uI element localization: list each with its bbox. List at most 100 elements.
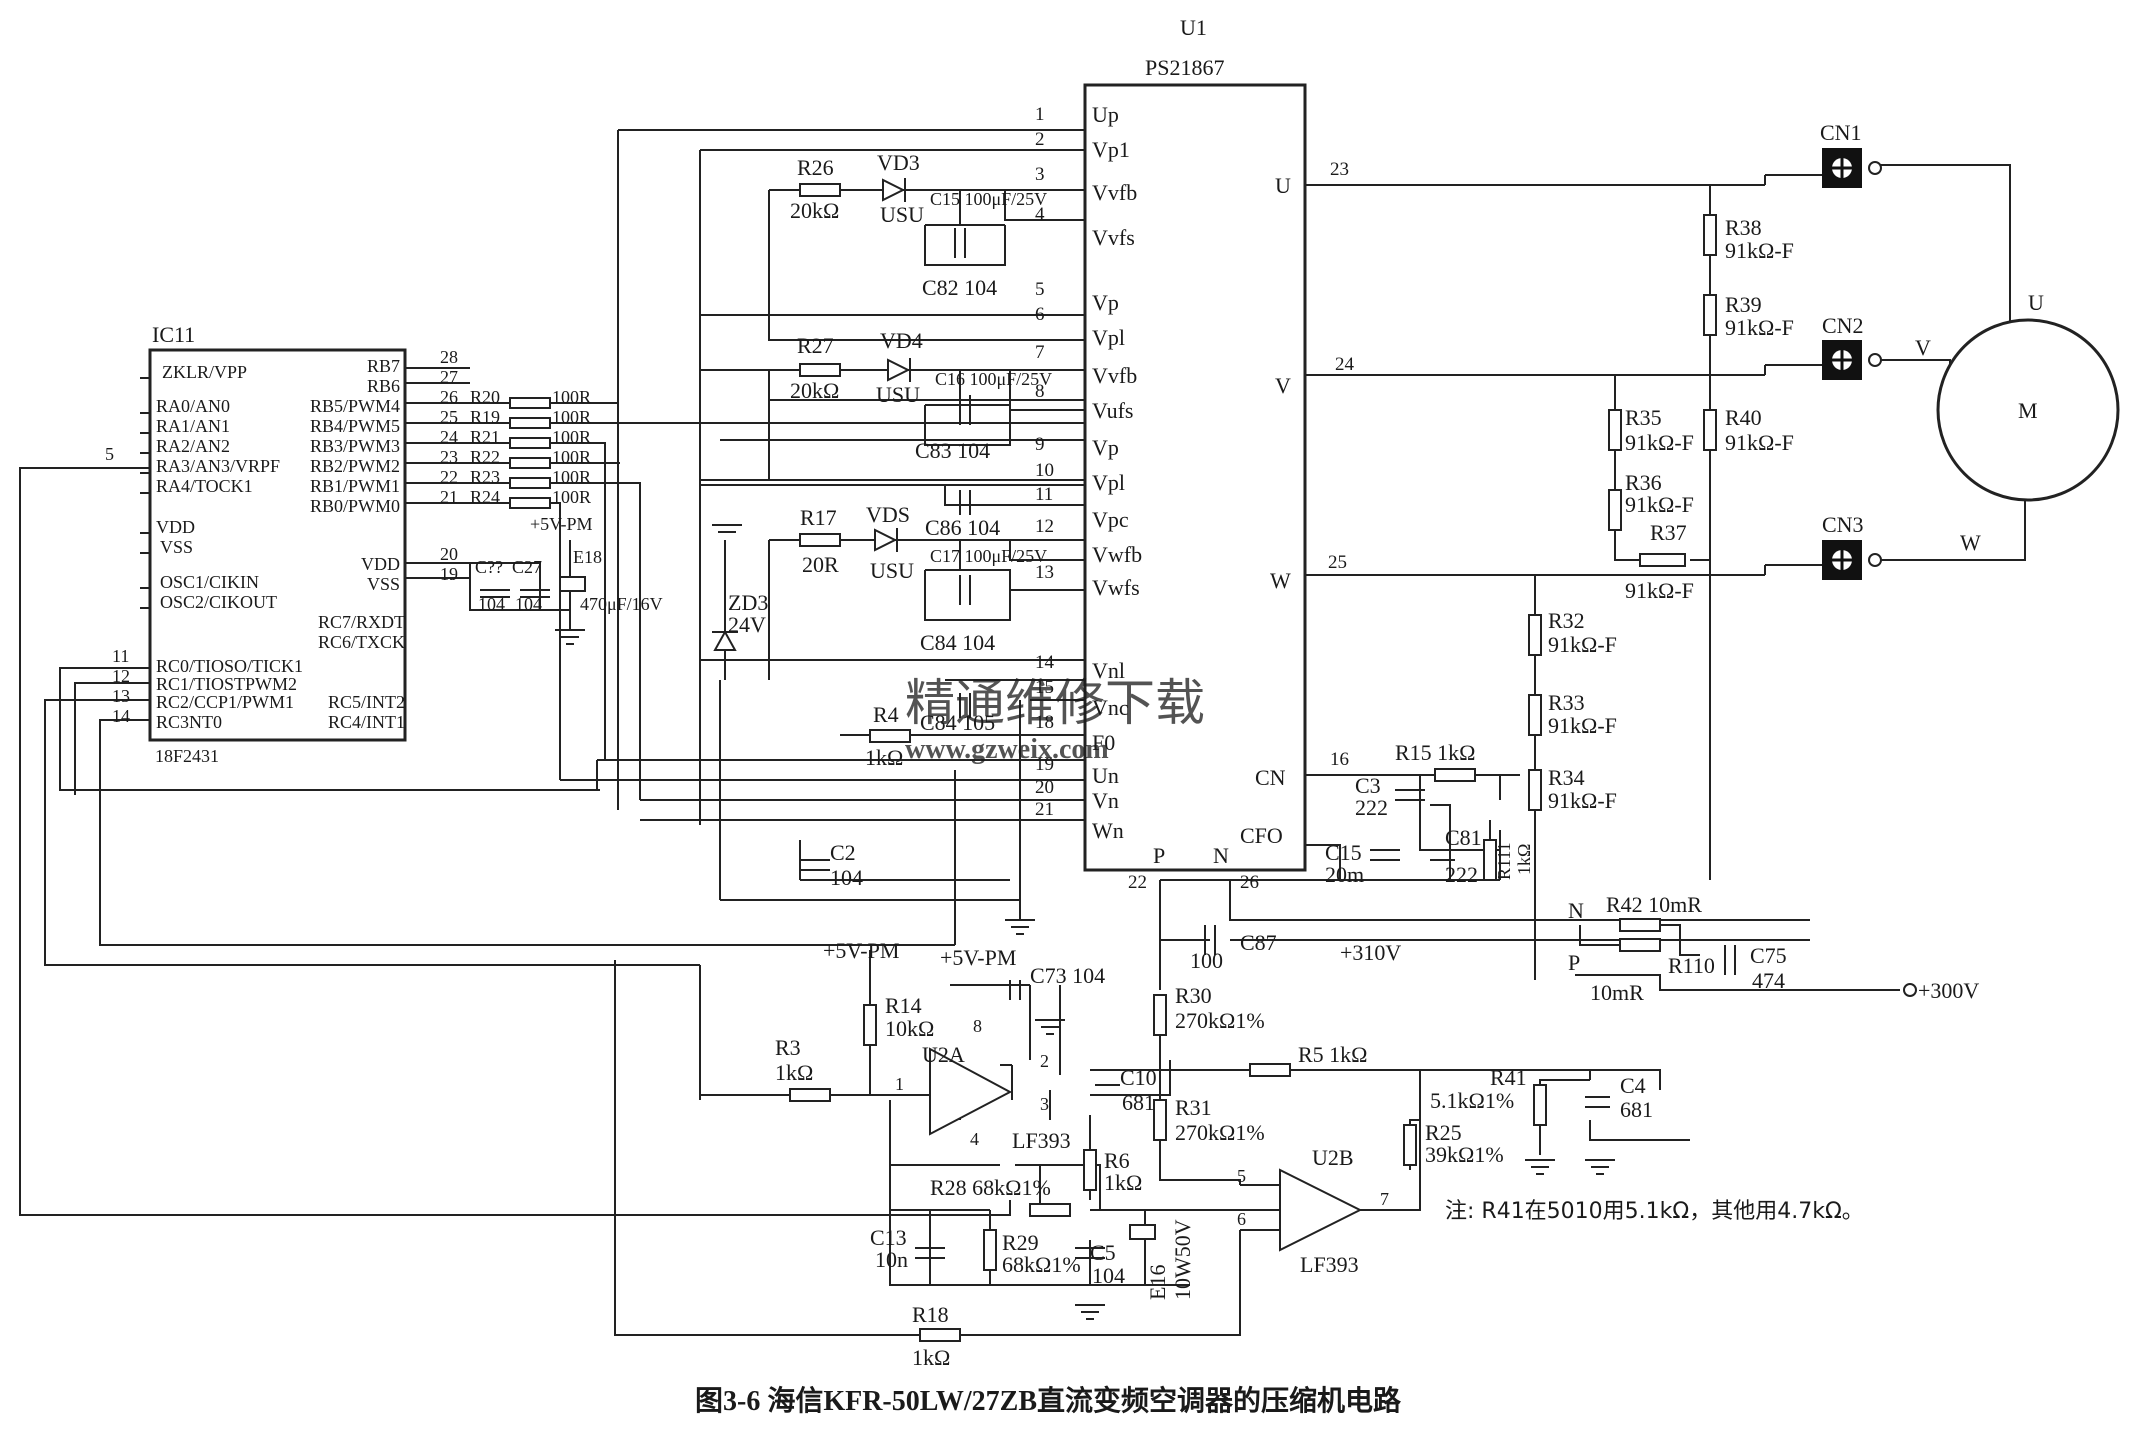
u1-pin-label: V [1275,373,1291,398]
res-label: R14 [885,993,922,1018]
supply-label: +300V [1918,978,1979,1003]
u1-pin-number: 21 [1035,799,1054,820]
motor-phase-u: U [2028,290,2044,315]
u1-pin-number: 8 [1035,381,1045,402]
res-value: 100R [552,487,591,507]
res-value: 20kΩ [790,378,839,403]
u1-pin-label: Vvfb [1092,180,1137,205]
cap-value: 222 [1355,795,1388,820]
res-value: 10kΩ [885,1016,934,1041]
res-value: 270kΩ1% [1175,1120,1265,1145]
supply-label: +5V-PM [823,938,899,963]
cn-cfo-network: R15 1kΩ C3 222 C15 20m C81 222 R111 1kΩ [1325,740,1534,887]
u1-pin-label: Vnl [1092,658,1125,683]
res-value: 1kΩ [912,1345,950,1370]
res-label: R41 [1490,1065,1527,1090]
mcu-pin-label: RA3/AN3/VRPF [156,456,280,476]
u1-pin-label: Vvfb [1092,363,1137,388]
cap-label: C87 [1240,930,1277,955]
res-value: 100R [552,387,591,407]
u1-pin-label: Vwfs [1092,575,1140,600]
cap-label: C83 104 [915,438,990,463]
res-value: 100R [552,407,591,427]
mcu-pin-label: RB4/PWM5 [310,416,400,436]
mcu-pin-label: RB3/PWM3 [310,436,400,456]
cap-label: C86 104 [925,515,1000,540]
mcu-pin-number: 28 [440,347,458,367]
u1-pin-label: N [1213,843,1229,868]
mcu-pin-label: RB2/PWM2 [310,456,400,476]
opamp-pin: 1 [895,1074,904,1094]
opamp-pin: 4 [970,1129,979,1149]
mcu-pin-label: RC1/TIOSTPWM2 [156,674,297,694]
u1-pin-label: P [1153,843,1165,868]
u1-pin-number: 6 [1035,304,1045,325]
res-label: R25 [1425,1120,1462,1145]
res-label: R28 68kΩ1% [930,1175,1051,1200]
mcu-pin-label: RC7/RXDT [318,612,405,632]
supply-label: +5V-PM [530,514,593,534]
figure-caption: 图3-6 海信KFR-50LW/27ZB直流变频空调器的压缩机电路 [695,1384,1402,1417]
u1-pin-number: 2 [1035,129,1045,150]
cap-label: C84 104 [920,630,995,655]
u1-pin-number: 12 [1035,516,1054,537]
opamp-pin: 2 [1040,1051,1049,1071]
cap-label: C3 [1355,773,1381,798]
zener-label: ZD3 [728,590,768,615]
ic-u1-left-pins: Up Vp1 Vvfb Vvfs Vp Vpl Vvfb Vufs Vp Vpl… [1092,102,1142,843]
u1-pin-number: 14 [1035,652,1055,673]
res-label: R111 [1494,842,1514,880]
bootstrap-u: R26 20kΩ VD3 USU C15 100μF/25V C82 104 [790,150,1047,300]
mcu-pin-number: 26 [440,387,458,407]
res-value: 91kΩ-F [1625,492,1694,517]
res-label: R5 1kΩ [1298,1042,1368,1067]
mcu-pin-label: OSC1/CIKIN [160,572,259,592]
mcu-pin-label: RB1/PWM1 [310,476,400,496]
mcu-pin-label: VDD [156,517,195,537]
mcu-pin-number: 11 [112,646,129,666]
mcu-pin-label: ZKLR/VPP [162,362,247,382]
res-label: R17 [800,505,837,530]
mcu-pin-number: 13 [112,686,130,706]
cap-label: C73 104 [1030,963,1105,988]
u1-pin-number: 13 [1035,562,1054,583]
diode-type: USU [876,382,920,407]
res-label: R29 [1002,1230,1039,1255]
u1-pin-label: U [1275,173,1291,198]
cap-label: C81 [1445,825,1482,850]
mcu-pin-number: 22 [440,467,458,487]
u1-pin-number: 16 [1330,749,1349,770]
u1-pin-number: 11 [1035,484,1053,505]
motor-phase-v: V [1915,335,1931,360]
cap-value: 104 [830,865,863,890]
mcu-pin-label: RB5/PWM4 [310,396,400,416]
res-value: 91kΩ-F [1625,578,1694,603]
connector-label-cn1: CN1 [1820,120,1862,145]
u1-pin-label: Wn [1092,818,1124,843]
opamp-label: U2A [922,1042,965,1067]
res-label: R37 [1650,520,1687,545]
res-label: R32 [1548,608,1585,633]
mcu-pin-label: RC5/INT2 [328,692,405,712]
connector-label-cn2: CN2 [1822,313,1864,338]
ic-mcu-pin-numbers: 28 27 26 25 24 23 22 21 20 19 5 11 12 13… [105,347,458,726]
res-label: R35 [1625,405,1662,430]
ic-mcu-ref: IC11 [152,322,195,347]
res-value: 1kΩ [865,745,903,770]
u1-pin-number: 4 [1035,204,1045,225]
u1-pin-label: Vpl [1092,470,1125,495]
opamp-part: LF393 [1012,1128,1071,1153]
cap-label: C13 [870,1225,907,1250]
res-label: R26 [797,155,834,180]
bemf-divider: R38 91kΩ-F R39 91kΩ-F R40 91kΩ-F R35 91k… [1528,214,1794,813]
bus-label-n: N [1568,898,1584,923]
res-label-r21: R21 [470,427,500,447]
cap-label: C16 100μF/25V [935,369,1052,389]
res-label: R15 1kΩ [1395,740,1476,765]
res-value: 91kΩ-F [1725,238,1794,263]
cap-label: E16 [1145,1265,1170,1300]
res-label-r22: R22 [470,447,500,467]
u1-pin-label: Vnc [1092,695,1129,720]
mcu-pin-number: 25 [440,407,458,427]
res-value: 1kΩ [1104,1170,1142,1195]
